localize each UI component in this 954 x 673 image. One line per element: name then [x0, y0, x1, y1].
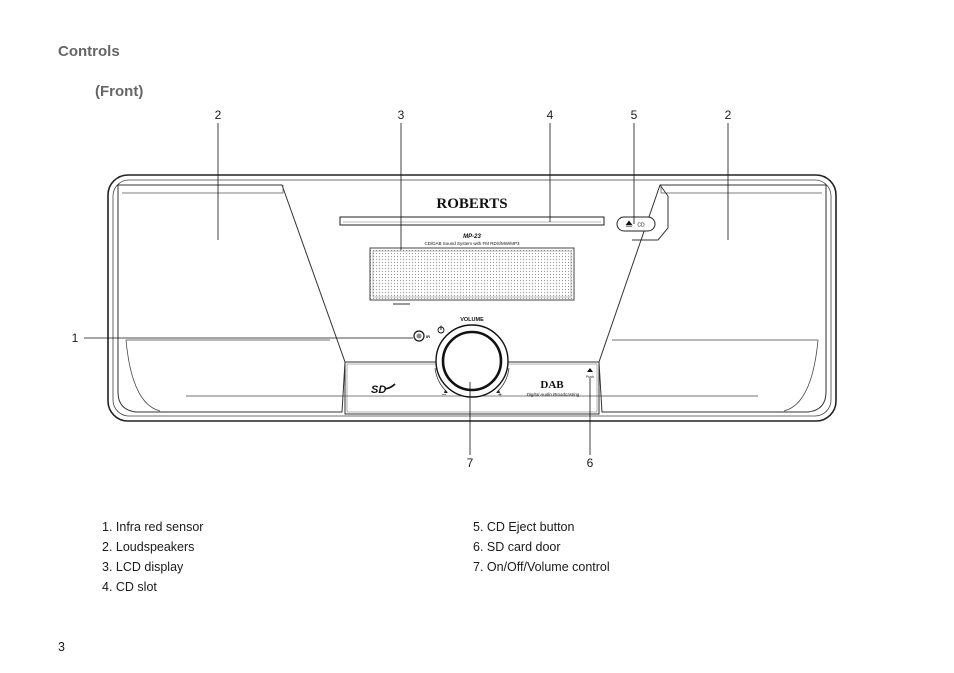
push-arrow-icon — [587, 368, 593, 372]
volume-knob[interactable] — [441, 330, 503, 392]
speaker-left-contour — [125, 339, 330, 412]
ir-sensor-lens — [416, 333, 422, 339]
lcd-display-inner — [372, 250, 572, 298]
speaker-right-contour — [612, 339, 819, 412]
callout-speaker-left: 2 — [215, 108, 222, 122]
legend-item: 2. Loudspeakers — [102, 540, 195, 554]
volume-arrow-left-icon — [444, 390, 448, 393]
page-number: 3 — [58, 640, 65, 654]
callout-volume: 7 — [467, 456, 474, 470]
callout-eject: 5 — [631, 108, 638, 122]
housing-inner — [112, 179, 832, 417]
dab-caption: Digital Audio Broadcasting — [527, 392, 580, 397]
model-name: MP-23 — [463, 234, 481, 240]
speaker-left-upper-edge — [122, 185, 284, 194]
eject-recess — [632, 184, 669, 241]
sd-logo: SD — [371, 384, 386, 396]
callout-ir-sensor: 1 — [72, 331, 79, 345]
push-label: Push — [586, 375, 594, 379]
speaker-right-upper-edge — [660, 185, 822, 194]
callout-speaker-right: 2 — [725, 108, 732, 122]
leader-lines — [84, 123, 729, 455]
cd-button-label: CD — [637, 223, 645, 229]
legend-item: 1. Infra red sensor — [102, 520, 204, 534]
volume-arc-right — [496, 367, 510, 393]
dab-logo: DAB — [540, 379, 564, 391]
volume-minus-label: – — [442, 391, 446, 398]
speaker-grille-left — [117, 184, 346, 413]
volume-arrow-right-icon — [496, 390, 500, 393]
sd-logo-swoosh — [384, 383, 396, 390]
cd-slot[interactable] — [339, 216, 605, 226]
eject-icon — [625, 220, 633, 227]
ir-label: IR — [426, 334, 430, 339]
legend-left: 1. Infra red sensor 2. Loudspeakers 3. L… — [102, 517, 203, 597]
callout-sd-door: 6 — [587, 456, 594, 470]
brand-logo: ROBERTS — [436, 196, 507, 212]
legend-item: 3. LCD display — [102, 560, 184, 574]
volume-arc-left — [434, 367, 448, 393]
legend-item: 5. CD Eject button — [473, 520, 575, 534]
lcd-display — [369, 247, 575, 301]
speaker-grille-right — [598, 184, 827, 413]
cd-eject-button[interactable] — [616, 216, 656, 232]
section-subtitle: (Front) — [95, 83, 144, 100]
volume-label: VOLUME — [460, 317, 484, 323]
volume-plus-label: + — [498, 392, 502, 399]
callout-cd-slot: 4 — [547, 108, 554, 122]
callout-lcd: 3 — [398, 108, 405, 122]
legend-item: 7. On/Off/Volume control — [473, 560, 610, 574]
legend-item: 6. SD card door — [473, 540, 561, 554]
legend-item: 4. CD slot — [102, 580, 157, 594]
model-tagline: CD/DAB Sound System with FM RDS/MW/MP3 — [424, 241, 520, 246]
legend-right: 5. CD Eject button 6. SD card door 7. On… — [473, 517, 610, 577]
section-title: Controls — [58, 43, 120, 60]
